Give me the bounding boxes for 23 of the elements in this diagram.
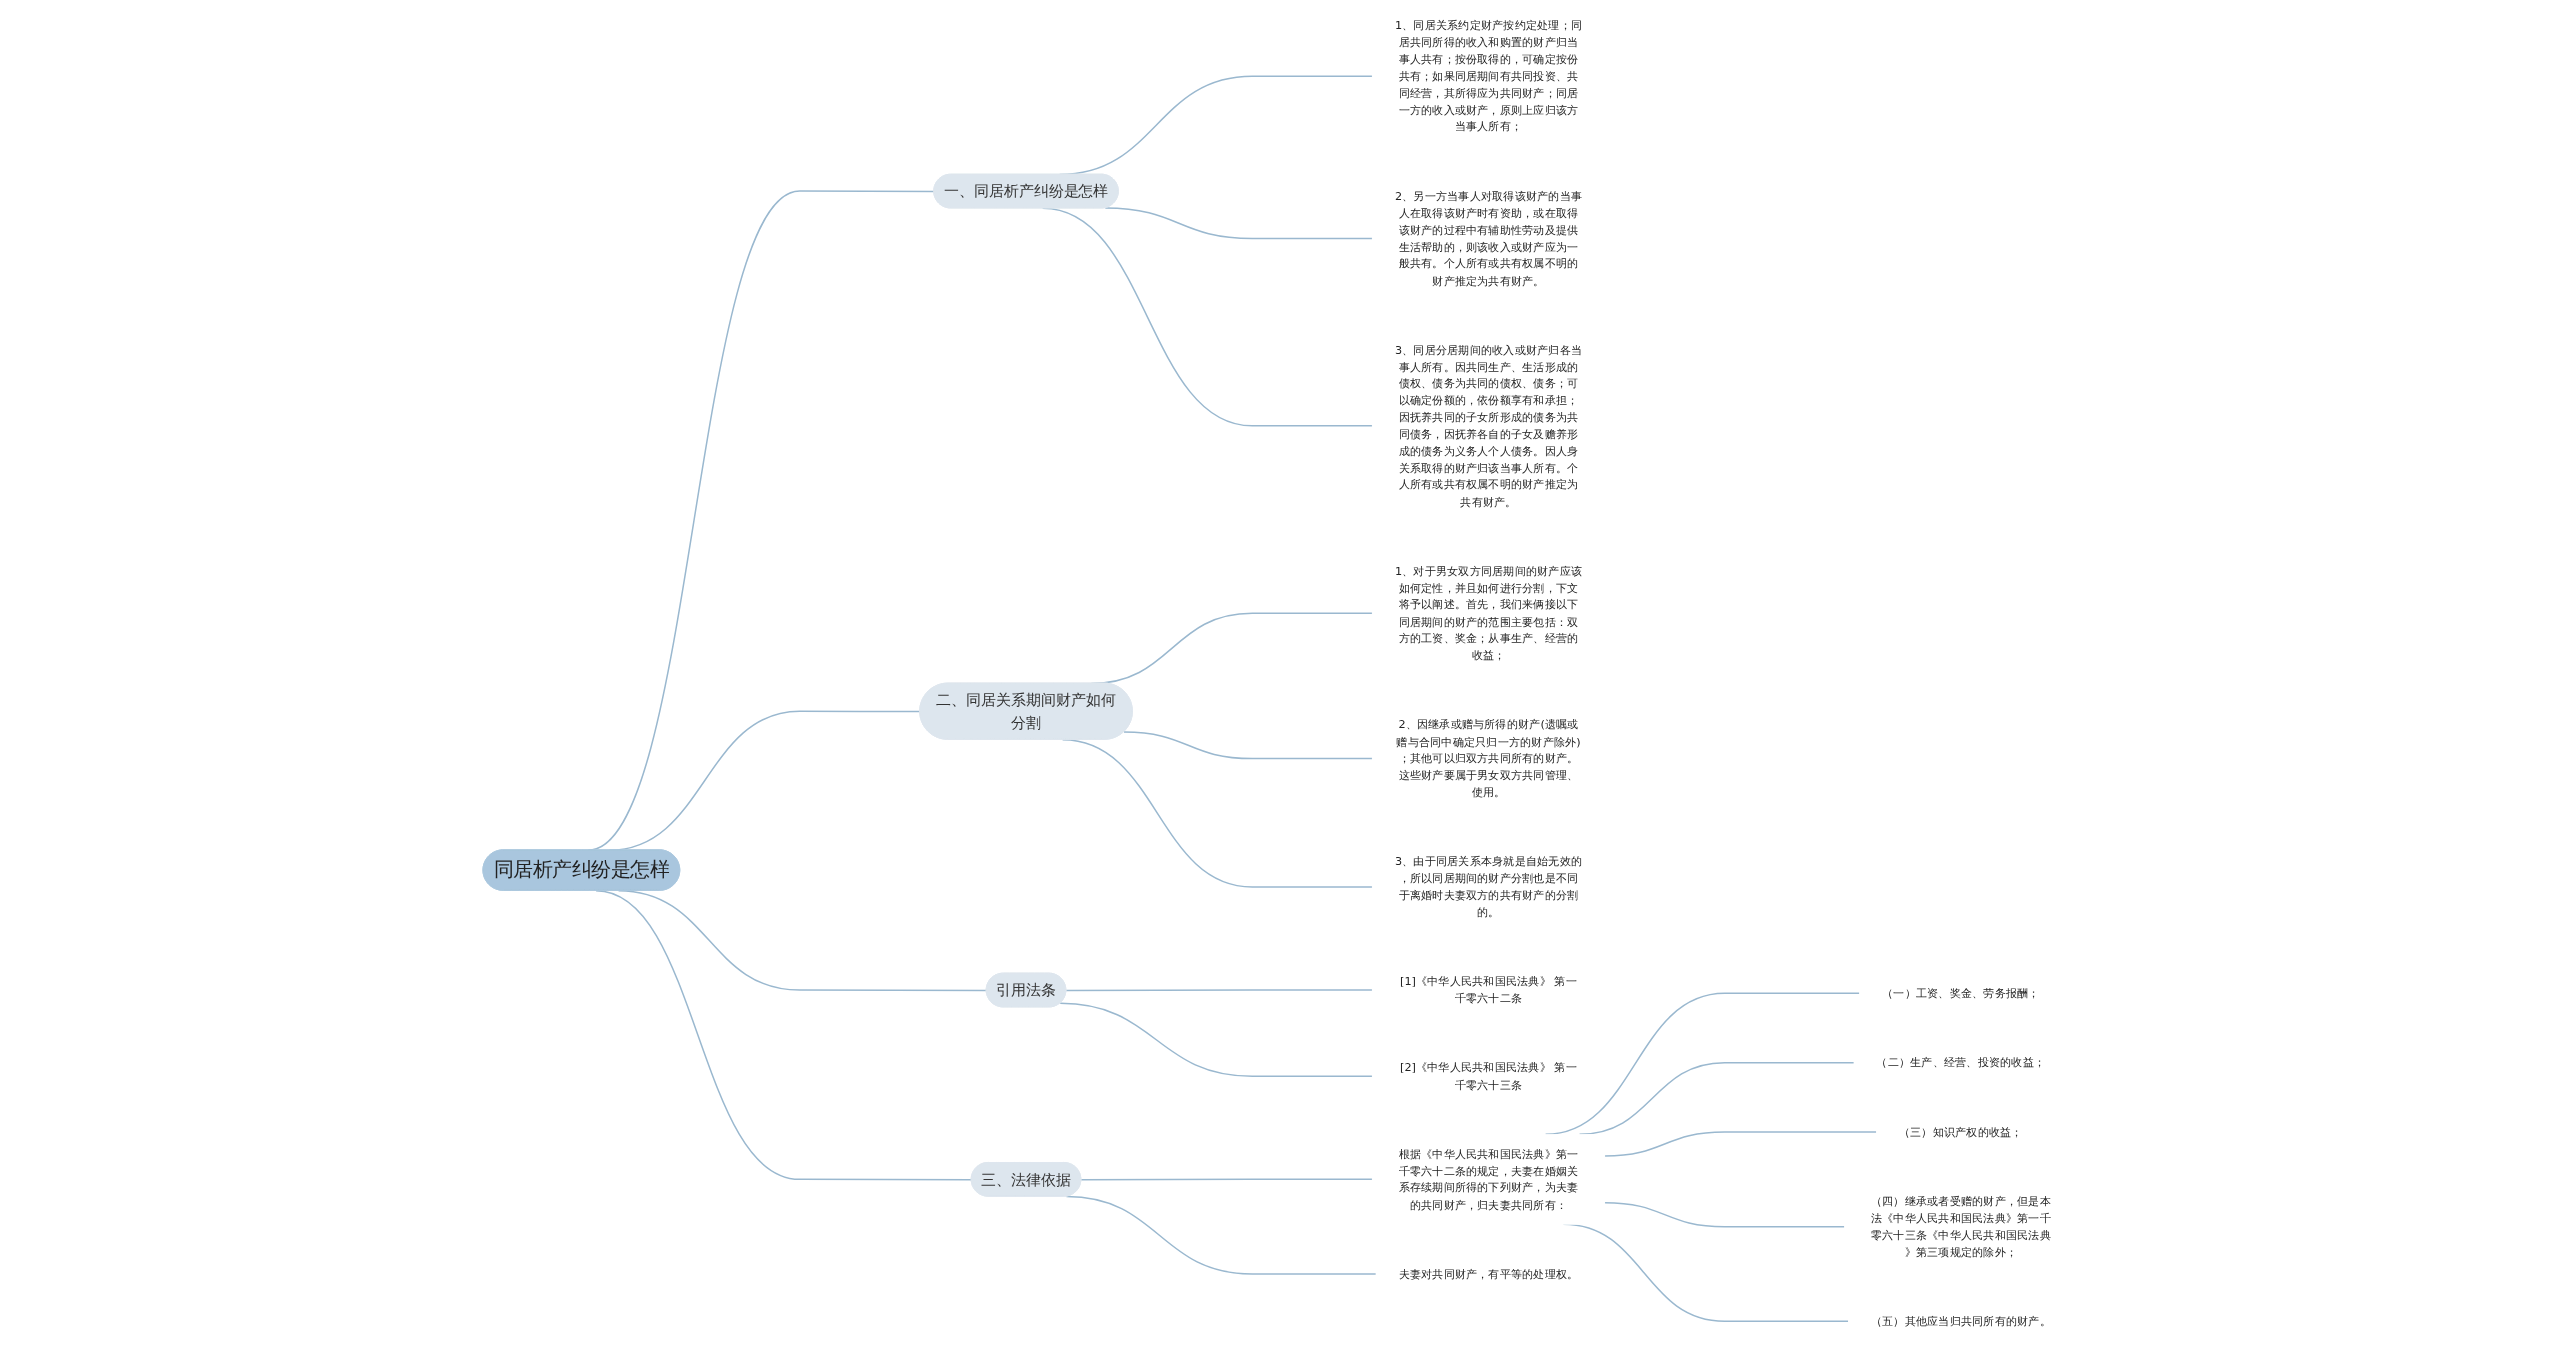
node-text: [1]《中华人民共和国民法典》 第一千零六十二条	[1400, 974, 1577, 1006]
node-text: 1、对于男女双方同居期间的财产应该如何定性，并且如何进行分割，下文将予以阐述。首先，我们来俩接以下同居期间的财产的范围主要包括：双方的工资、奖金；从事生产、经营的收益；	[1394, 564, 1583, 663]
node-text: （二）生产、经营、投资的收益；	[1876, 1055, 2046, 1070]
node-text: （三）知识产权的收益；	[1898, 1125, 2023, 1139]
node-text: （一）工资、奖金、劳务报酬；	[1882, 986, 2040, 1000]
connector	[1123, 731, 1374, 760]
connector	[1104, 207, 1374, 240]
connector	[1603, 1201, 1846, 1228]
node-text: 根据《中华人民共和国民法典》第一千零六十二条的规定，夫妻在婚姻关系存续期间所得的下列财产，为夫妻的共同财产，归夫妻共同所有：	[1398, 1147, 1579, 1212]
node-text: 1、同居关系约定财产按约定处理；同居共同所得的收入和购置的财产归当事人共有；按份取得的，可确定按份共有；如果同居期间有共同投资、共同经营，其所得应为共同财产；同居一方的收入或财产，原则上应归该方当事人所有；	[1394, 18, 1583, 134]
node-text: （四）继承或者受赠的财产，但是本法《中华人民共和国民法典》第一千零六十三条《中华人民共和国民法典》第三项规定的除外；	[1870, 1194, 2051, 1259]
node-text: （五）其他应当归共同所有的财产。	[1870, 1314, 2051, 1328]
node-text: 夫妻对共同财产，有平等的处理权。	[1398, 1267, 1579, 1281]
connector	[1065, 1195, 1377, 1275]
connector	[1603, 1131, 1878, 1157]
connector	[1059, 1002, 1374, 1077]
connector	[1080, 1178, 1374, 1181]
node-text: 3、由于同居关系本身就是自始无效的，所以同居期间的财产分割也是不同于离婚时夫妻双方的共有财产的分割的。	[1394, 854, 1583, 919]
node-text: 3、同居分居期间的收入或财产归各当事人所有。因共同生产、生活形成的债权、债务为共同的债权、债务；可以确定份额的，依份额享有和承担；因抚养共同的子女所形成的债务为共同债务，因抚养各自的子女及赡养形成的债务为义务人个人债务。因人身关系取得的财产归该当事人所有。个人所有或共有权属不明的财产推定为共有财产。	[1394, 343, 1583, 509]
connector	[1065, 989, 1374, 992]
node-text: [2]《中华人民共和国民法典》 第一千零六十三条	[1400, 1060, 1577, 1092]
node-text: 2、因继承或赠与所得的财产(遗嘱或赠与合同中确定只归一方的财产除外)；其他可以归双方共同所有的财产。这些财产要属于男女双方共同管理、使用。	[1396, 717, 1581, 799]
node-text: 2、另一方当事人对取得该财产的当事人在取得该财产时有资助，或在取得该财产的过程中有辅助性劳动及提供生活帮助的，则该收入或财产应为一般共有。个人所有或共有权属不明的财产推定为共有财产。	[1394, 189, 1583, 288]
